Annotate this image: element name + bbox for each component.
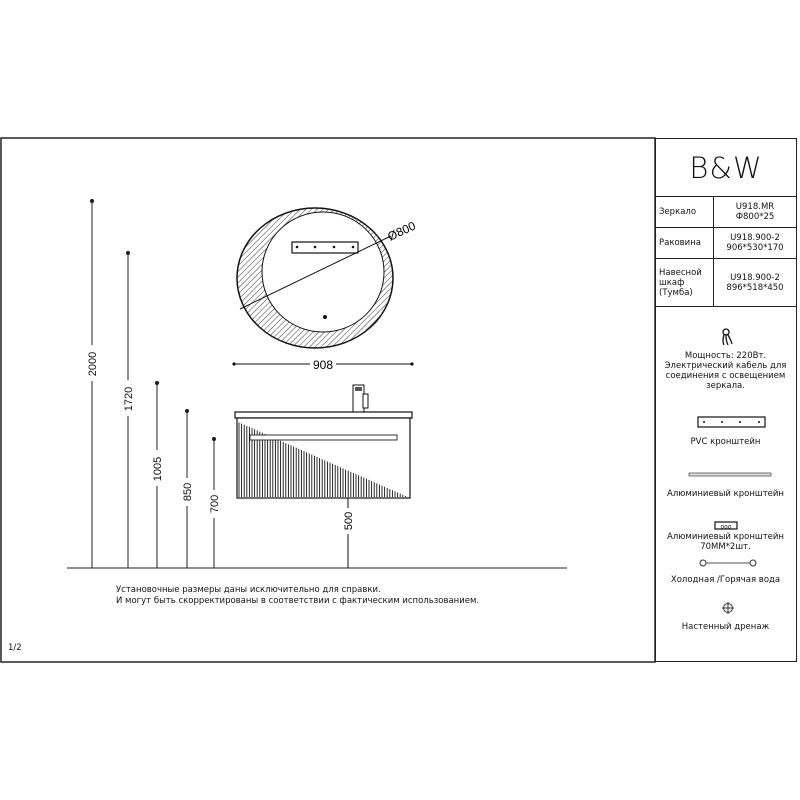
svg-text:ooo: ooo: [720, 524, 731, 531]
spec-size: 896*518*450: [726, 282, 784, 293]
power-outlet-point: [323, 315, 327, 319]
dim-2000: 2000: [87, 352, 99, 376]
dim-908: 908: [313, 358, 333, 372]
water-label: Холодная /Горячая вода: [670, 575, 781, 585]
dim-500: 500: [343, 512, 355, 530]
dim-diameter: Ø800: [385, 218, 418, 243]
note-line-2: И могут быть скорректированы в соответст…: [116, 596, 480, 606]
aluminium-70mm-label: Алюминиевый кронштейн: [667, 532, 784, 542]
cable-text: Электрический кабель для соединения с ос…: [664, 361, 787, 391]
dim-1720: 1720: [123, 387, 135, 411]
spec-model: U918.MR: [735, 202, 775, 212]
spec-size: Ф800*25: [735, 212, 775, 222]
aluminium-bracket-icon: [688, 472, 772, 477]
spec-label: Навесной шкаф (Тумба): [656, 259, 714, 306]
page-number: 1/2: [8, 643, 22, 653]
pvc-bracket-label: PVC кронштейн: [690, 437, 761, 447]
dim-1005: 1005: [152, 457, 164, 481]
width-dimension: 908: [232, 357, 414, 372]
mirror-drawing: Ø800: [236, 207, 418, 349]
brand-logo: B&W: [656, 139, 796, 197]
note-line-1: Установочные размеры даны исключительно …: [116, 585, 381, 595]
vanity-drawing: 500: [234, 384, 413, 568]
spec-label: Раковина: [656, 228, 714, 258]
power-cable-icon: [722, 328, 733, 346]
aluminium-bracket-label: Алюминиевый кронштейн: [667, 489, 784, 499]
power-text: Мощность: 220Вт.: [684, 351, 767, 361]
spec-model: U918.900-2: [730, 233, 780, 243]
dim-700: 700: [209, 495, 221, 513]
mirror-pvc-bracket: [291, 241, 359, 254]
spec-size: 906*530*170: [726, 243, 784, 253]
water-pipes-icon: [699, 559, 757, 567]
height-dimensions: [89, 198, 217, 568]
drain-icon: [722, 602, 734, 614]
spec-model: U918.900-2: [730, 272, 780, 283]
aluminium-70mm-icon: ooo: [714, 521, 738, 531]
drain-label: Настенный дренаж: [681, 622, 770, 632]
aluminium-70mm-qty: 70ММ*2шт.: [700, 542, 751, 552]
disclaimer-note: Установочные размеры даны исключительно …: [116, 585, 479, 607]
dim-850: 850: [182, 483, 194, 501]
spec-label: Зеркало: [656, 197, 714, 227]
pvc-bracket-icon: [697, 416, 766, 428]
